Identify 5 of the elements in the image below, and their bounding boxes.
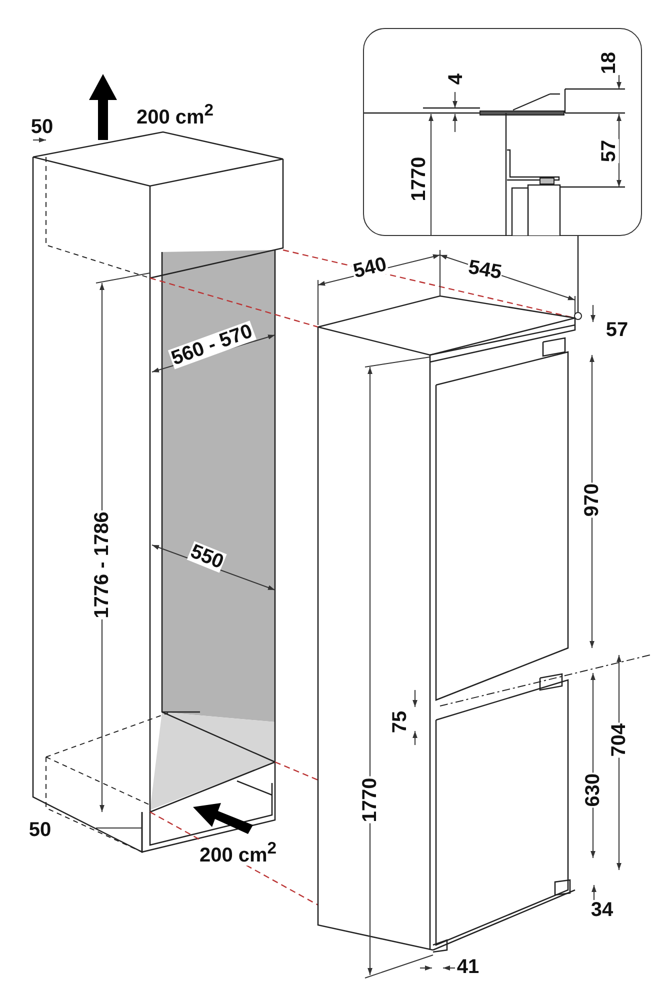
detail-inset [363, 28, 642, 236]
dimension-label: 200 cm$^{2}$ [198, 840, 278, 866]
leader-line [577, 236, 579, 312]
marker-circle [574, 312, 582, 320]
dimension-label: 57 [599, 138, 619, 164]
